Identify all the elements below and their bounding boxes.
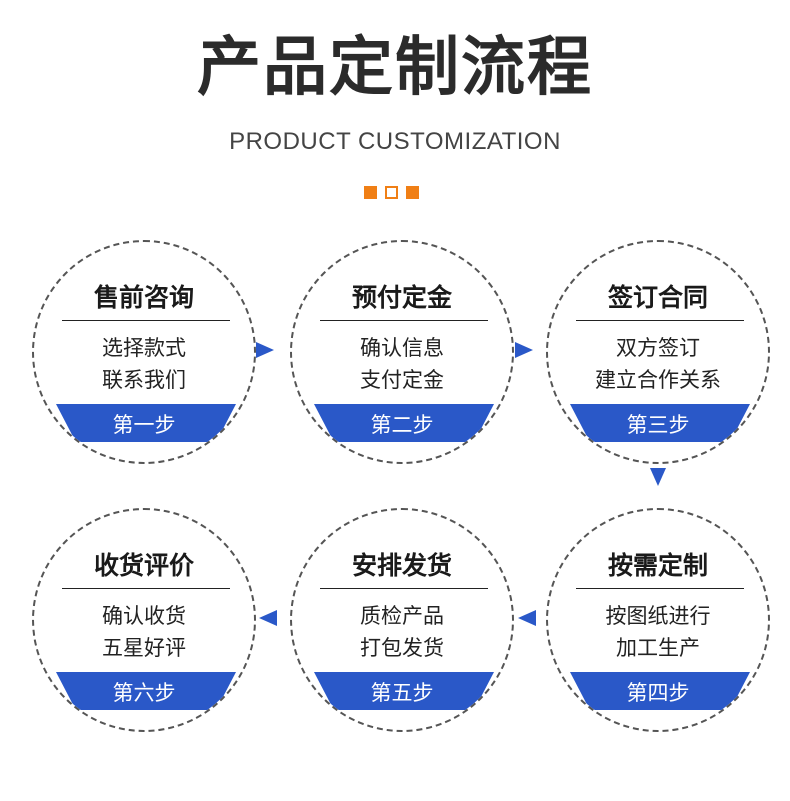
step-detail-line-1: 确认信息 xyxy=(360,336,444,360)
step-detail-line-2: 加工生产 xyxy=(616,636,700,660)
step-detail-line-1: 质检产品 xyxy=(360,604,444,628)
step-title: 按需定制 xyxy=(607,551,708,580)
step-badge: 第二步 xyxy=(370,413,434,437)
arrow-left-icon xyxy=(518,610,536,626)
step-badge: 第三步 xyxy=(626,413,690,437)
step-divider xyxy=(62,320,230,321)
step-detail-line-2: 支付定金 xyxy=(360,368,444,392)
step-badge-band xyxy=(314,672,494,710)
step-card-1: 售前咨询 选择款式 联系我们 第一步 xyxy=(32,240,256,464)
step-badge: 第一步 xyxy=(112,413,176,437)
step-badge-band xyxy=(570,672,750,710)
step-badge-band xyxy=(314,404,494,442)
step-detail-line-1: 选择款式 xyxy=(102,336,186,360)
step-title: 安排发货 xyxy=(351,551,452,580)
title-decoration xyxy=(364,186,419,199)
step-detail-line-1: 双方签订 xyxy=(616,336,700,360)
step-card-2: 预付定金 确认信息 支付定金 第二步 xyxy=(290,240,514,464)
arrow-left-icon xyxy=(259,610,277,626)
step-divider xyxy=(62,588,230,589)
step-title: 签订合同 xyxy=(607,283,708,312)
step-badge: 第四步 xyxy=(626,681,690,705)
step-badge: 第六步 xyxy=(112,681,176,705)
step-title: 预付定金 xyxy=(351,283,452,312)
step-divider xyxy=(320,588,488,589)
step-detail-line-2: 建立合作关系 xyxy=(595,368,721,392)
step-badge-band xyxy=(570,404,750,442)
step-detail-line-1: 确认收货 xyxy=(102,604,186,628)
step-detail-line-2: 打包发货 xyxy=(360,636,444,660)
arrow-right-icon xyxy=(256,342,274,358)
step-card-3: 签订合同 双方签订 建立合作关系 第三步 xyxy=(546,240,770,464)
step-card-4: 按需定制 按图纸进行 加工生产 第四步 xyxy=(546,508,770,732)
step-badge: 第五步 xyxy=(370,681,434,705)
page-title: 产品定制流程 xyxy=(197,31,593,105)
step-title: 售前咨询 xyxy=(93,283,194,312)
page-subtitle: PRODUCT CUSTOMIZATION xyxy=(229,128,561,155)
square-filled-icon xyxy=(406,186,419,199)
arrow-down-icon xyxy=(650,468,666,486)
step-card-6: 收货评价 确认收货 五星好评 第六步 xyxy=(32,508,256,732)
step-badge-band xyxy=(56,672,236,710)
square-hollow-icon xyxy=(385,186,398,199)
square-filled-icon xyxy=(364,186,377,199)
step-detail-line-1: 按图纸进行 xyxy=(605,604,711,628)
step-divider xyxy=(320,320,488,321)
step-detail-line-2: 五星好评 xyxy=(102,636,186,660)
arrow-right-icon xyxy=(515,342,533,358)
step-divider xyxy=(576,320,744,321)
step-badge-band xyxy=(56,404,236,442)
step-title: 收货评价 xyxy=(93,551,194,580)
step-card-5: 安排发货 质检产品 打包发货 第五步 xyxy=(290,508,514,732)
step-detail-line-2: 联系我们 xyxy=(102,368,186,392)
step-divider xyxy=(576,588,744,589)
